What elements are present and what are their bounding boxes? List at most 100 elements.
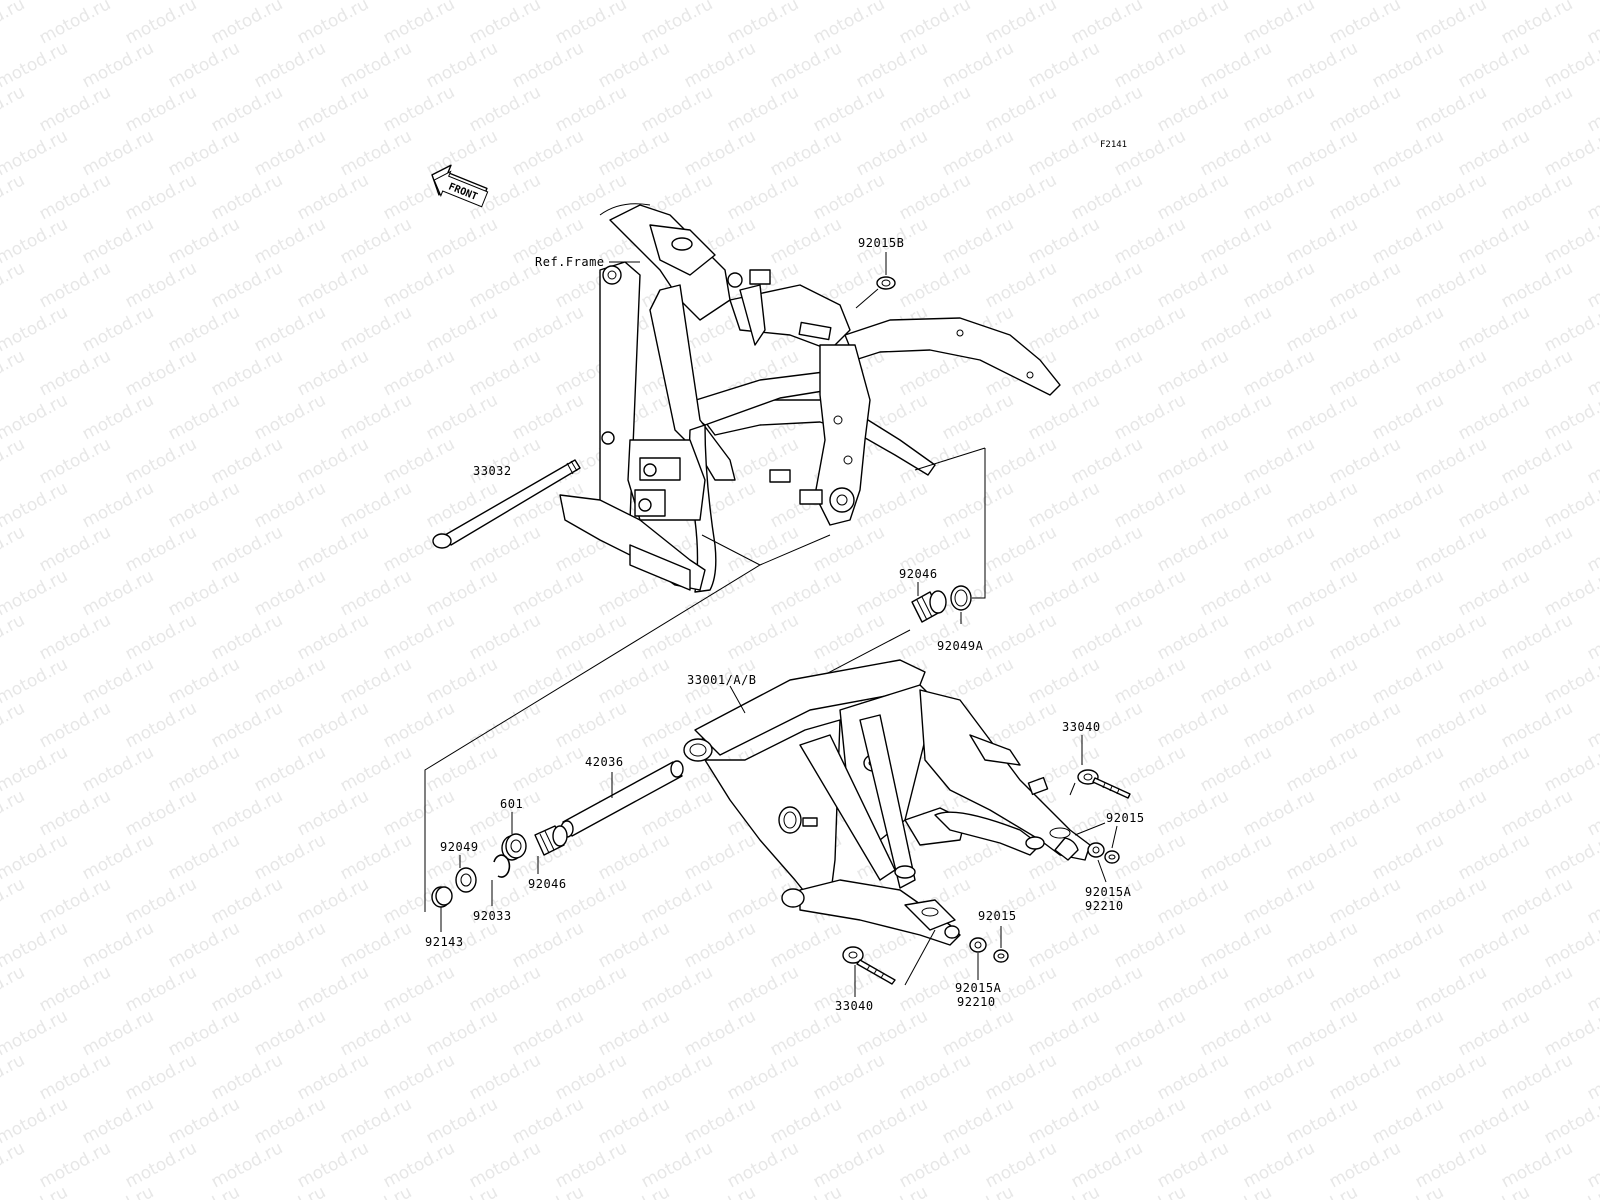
watermark-text-124: motod.ru bbox=[337, 214, 415, 268]
watermark-text-570: motod.ru bbox=[853, 1182, 931, 1200]
watermark-text-403: motod.ru bbox=[251, 830, 329, 884]
watermark-text-444: motod.ru bbox=[337, 918, 415, 972]
part-label-92143[interactable]: 92143 bbox=[425, 935, 464, 949]
watermark-text-212: motod.ru bbox=[1025, 390, 1103, 444]
watermark-text-63: motod.ru bbox=[208, 82, 286, 136]
watermark-text-159: motod.ru bbox=[1584, 258, 1600, 312]
part-label-92046-top[interactable]: 92046 bbox=[899, 567, 938, 581]
watermark-text-355: motod.ru bbox=[1240, 698, 1318, 752]
watermark-text-342: motod.ru bbox=[122, 698, 200, 752]
watermark-text-82: motod.ru bbox=[165, 126, 243, 180]
watermark-text-45: motod.ru bbox=[423, 38, 501, 92]
watermark-text-510: motod.ru bbox=[810, 1050, 888, 1104]
watermark-text-481: motod.ru bbox=[79, 1006, 157, 1060]
watermark-text-527: motod.ru bbox=[595, 1094, 673, 1148]
watermark-text-512: motod.ru bbox=[982, 1050, 1060, 1104]
watermark-text-112: motod.ru bbox=[982, 170, 1060, 224]
watermark-text-452: motod.ru bbox=[1025, 918, 1103, 972]
watermark-text-111: motod.ru bbox=[896, 170, 974, 224]
watermark-text-440: motod.ru bbox=[0, 918, 71, 972]
part-label-92049a[interactable]: 92049A bbox=[937, 639, 984, 653]
watermark-text-555: motod.ru bbox=[1240, 1138, 1318, 1192]
watermark-text-408: motod.ru bbox=[681, 830, 759, 884]
watermark-text-572: motod.ru bbox=[1025, 1182, 1103, 1200]
circlip-92033 bbox=[491, 854, 511, 906]
watermark-text-223: motod.ru bbox=[208, 434, 286, 488]
watermark-text-35: motod.ru bbox=[1240, 0, 1318, 48]
watermark-text-323: motod.ru bbox=[251, 654, 329, 708]
watermark-text-27: motod.ru bbox=[552, 0, 630, 48]
watermark-text-285: motod.ru bbox=[423, 566, 501, 620]
watermark-text-172: motod.ru bbox=[1025, 302, 1103, 356]
watermark-text-133: motod.ru bbox=[1111, 214, 1189, 268]
watermark-text-20: motod.ru bbox=[0, 0, 28, 48]
watermark-text-48: motod.ru bbox=[681, 38, 759, 92]
part-label-601[interactable]: 601 bbox=[500, 797, 523, 811]
part-label-92015b[interactable]: 92015B bbox=[858, 236, 904, 250]
watermark-text-256: motod.ru bbox=[1369, 478, 1447, 532]
watermark-text-523: motod.ru bbox=[251, 1094, 329, 1148]
watermark-text-180: motod.ru bbox=[0, 346, 28, 400]
part-label-92015a-bottom[interactable]: 92015A bbox=[955, 981, 1002, 995]
watermark-text-436: motod.ru bbox=[1326, 874, 1404, 928]
watermark-text-529: motod.ru bbox=[767, 1094, 845, 1148]
part-label-33032[interactable]: 33032 bbox=[473, 464, 512, 478]
watermark-text-562: motod.ru bbox=[165, 1182, 243, 1200]
watermark-text-383: motod.ru bbox=[208, 786, 286, 840]
part-label-92015a-right[interactable]: 92015A bbox=[1085, 885, 1132, 899]
watermark-text-194: motod.ru bbox=[1154, 346, 1232, 400]
watermark-text-547: motod.ru bbox=[552, 1138, 630, 1192]
part-label-92049[interactable]: 92049 bbox=[440, 840, 479, 854]
watermark-text-489: motod.ru bbox=[767, 1006, 845, 1060]
watermark-text-272: motod.ru bbox=[982, 522, 1060, 576]
watermark-text-135: motod.ru bbox=[1283, 214, 1361, 268]
part-label-33040-right[interactable]: 33040 bbox=[1062, 720, 1101, 734]
part-label-33040-bottom[interactable]: 33040 bbox=[835, 999, 874, 1013]
watermark-text-54: motod.ru bbox=[1197, 38, 1275, 92]
watermark-text-361: motod.ru bbox=[79, 742, 157, 796]
watermark-text-244: motod.ru bbox=[337, 478, 415, 532]
watermark-text-394: motod.ru bbox=[1154, 786, 1232, 840]
watermark-text-528: motod.ru bbox=[681, 1094, 759, 1148]
watermark-text-255: motod.ru bbox=[1283, 478, 1361, 532]
watermark-text-234: motod.ru bbox=[1154, 434, 1232, 488]
part-label-92210-right[interactable]: 92210 bbox=[1085, 899, 1124, 913]
watermark-text-181: motod.ru bbox=[36, 346, 114, 400]
watermark-text-380: motod.ru bbox=[0, 786, 28, 840]
watermark-text-225: motod.ru bbox=[380, 434, 458, 488]
part-label-33001-a-b[interactable]: 33001/A/B bbox=[687, 673, 757, 687]
watermark-text-182: motod.ru bbox=[122, 346, 200, 400]
watermark-text-381: motod.ru bbox=[36, 786, 114, 840]
watermark-text-382: motod.ru bbox=[122, 786, 200, 840]
watermark-text-265: motod.ru bbox=[380, 522, 458, 576]
watermark-text-569: motod.ru bbox=[767, 1182, 845, 1200]
part-label-92210-bottom[interactable]: 92210 bbox=[957, 995, 996, 1009]
watermark-text-161: motod.ru bbox=[79, 302, 157, 356]
watermark-text-162: motod.ru bbox=[165, 302, 243, 356]
watermark-text-243: motod.ru bbox=[251, 478, 329, 532]
watermark-text-121: motod.ru bbox=[79, 214, 157, 268]
part-label-42036[interactable]: 42036 bbox=[585, 755, 624, 769]
watermark-text-292: motod.ru bbox=[1025, 566, 1103, 620]
watermark-text-136: motod.ru bbox=[1369, 214, 1447, 268]
watermark-text-483: motod.ru bbox=[251, 1006, 329, 1060]
part-label-92015-bottom[interactable]: 92015 bbox=[978, 909, 1017, 923]
watermark-text-40: motod.ru bbox=[0, 38, 71, 92]
watermark-text-456: motod.ru bbox=[1369, 918, 1447, 972]
watermark-text-488: motod.ru bbox=[681, 1006, 759, 1060]
watermark-text-202: motod.ru bbox=[165, 390, 243, 444]
watermark-text-283: motod.ru bbox=[251, 566, 329, 620]
part-label-92046-left[interactable]: 92046 bbox=[528, 877, 567, 891]
watermark-text-319: motod.ru bbox=[1584, 610, 1600, 664]
watermark-text-132: motod.ru bbox=[1025, 214, 1103, 268]
watermark-text-423: motod.ru bbox=[208, 874, 286, 928]
watermark-text-424: motod.ru bbox=[294, 874, 372, 928]
part-label-92033[interactable]: 92033 bbox=[473, 909, 512, 923]
part-label-92015-right[interactable]: 92015 bbox=[1106, 811, 1145, 825]
watermark-text-317: motod.ru bbox=[1412, 610, 1490, 664]
watermark-text-293: motod.ru bbox=[1111, 566, 1189, 620]
watermark-text-237: motod.ru bbox=[1412, 434, 1490, 488]
watermark-text-198: motod.ru bbox=[1498, 346, 1576, 400]
watermark-text-571: motod.ru bbox=[939, 1182, 1017, 1200]
watermark-text-315: motod.ru bbox=[1240, 610, 1318, 664]
